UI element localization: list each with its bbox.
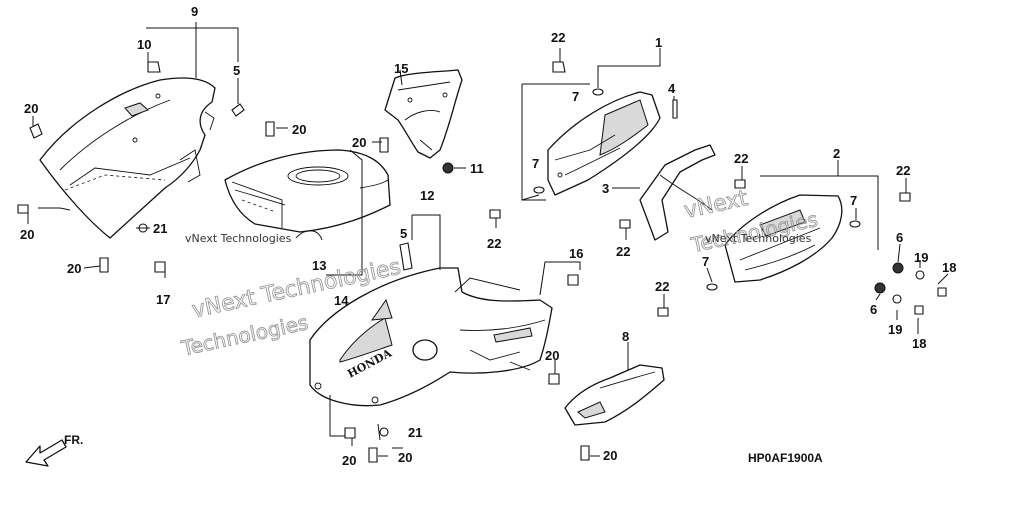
callout-22-f: 22	[655, 279, 669, 294]
callout-22-e: 22	[896, 163, 910, 178]
callout-7-d: 7	[702, 254, 709, 269]
callout-20-e: 20	[352, 135, 366, 150]
callout-20-i: 20	[603, 448, 617, 463]
callout-2: 2	[833, 146, 840, 161]
callout-5-left: 5	[233, 63, 240, 78]
callout-20-c: 20	[67, 261, 81, 276]
callout-9: 9	[191, 4, 198, 19]
callout-3: 3	[602, 181, 609, 196]
callout-6-a: 6	[896, 230, 903, 245]
stay-bracket-part	[639, 144, 716, 241]
right-step-cover-part	[724, 194, 843, 283]
callout-4: 4	[668, 81, 676, 96]
callout-8: 8	[622, 329, 629, 344]
center-fender-part	[224, 149, 391, 233]
left-step-cover-part	[547, 91, 661, 196]
callout-18-b: 18	[912, 336, 926, 351]
callout-20-h: 20	[398, 450, 412, 465]
watermark-caption-right: vNext Technologies	[705, 232, 812, 245]
callout-7-c: 7	[850, 193, 857, 208]
leader-lines	[27, 22, 949, 457]
diagram-code: HP0AF1900A	[748, 451, 823, 465]
callout-21-b: 21	[408, 425, 422, 440]
callout-22-b: 22	[487, 236, 501, 251]
callout-7-b: 7	[532, 156, 539, 171]
callout-labels: 9 10 5 20 20 20 21 17 20 20 15 11 12 5 1…	[20, 4, 956, 468]
callout-16: 16	[569, 246, 583, 261]
callout-12: 12	[420, 188, 434, 203]
callout-19-b: 19	[888, 322, 902, 337]
callout-22-d: 22	[734, 151, 748, 166]
callout-20-d: 20	[292, 122, 306, 137]
fasteners	[17, 61, 947, 463]
front-direction-label: FR.	[64, 433, 83, 447]
small-cover-part	[564, 364, 665, 426]
callout-14: 14	[334, 293, 349, 308]
callout-20-g: 20	[342, 453, 356, 468]
callout-7-a: 7	[572, 89, 579, 104]
callout-20-b: 20	[20, 227, 34, 242]
watermark-caption-left: vNext Technologies	[185, 232, 292, 245]
callout-20-f: 20	[545, 348, 559, 363]
callout-18-a: 18	[942, 260, 956, 275]
callout-15: 15	[394, 61, 408, 76]
callout-17: 17	[156, 292, 170, 307]
callout-21-a: 21	[153, 221, 167, 236]
front-direction-arrow: FR.	[25, 433, 83, 467]
front-fender-part	[39, 77, 216, 239]
clip-part	[231, 99, 678, 271]
watermark-line-2: vNext	[682, 186, 750, 224]
callout-10: 10	[137, 37, 151, 52]
callout-11: 11	[470, 161, 484, 176]
callout-1: 1	[655, 35, 662, 50]
callout-19-a: 19	[914, 250, 928, 265]
callout-22-c: 22	[616, 244, 630, 259]
callout-20-a: 20	[24, 101, 38, 116]
callout-13: 13	[312, 258, 326, 273]
side-cover-part: HONDA	[309, 267, 553, 407]
bracket-part	[384, 69, 463, 159]
callout-22-a: 22	[551, 30, 565, 45]
callout-6-b: 6	[870, 302, 877, 317]
callout-5-center: 5	[400, 226, 407, 241]
